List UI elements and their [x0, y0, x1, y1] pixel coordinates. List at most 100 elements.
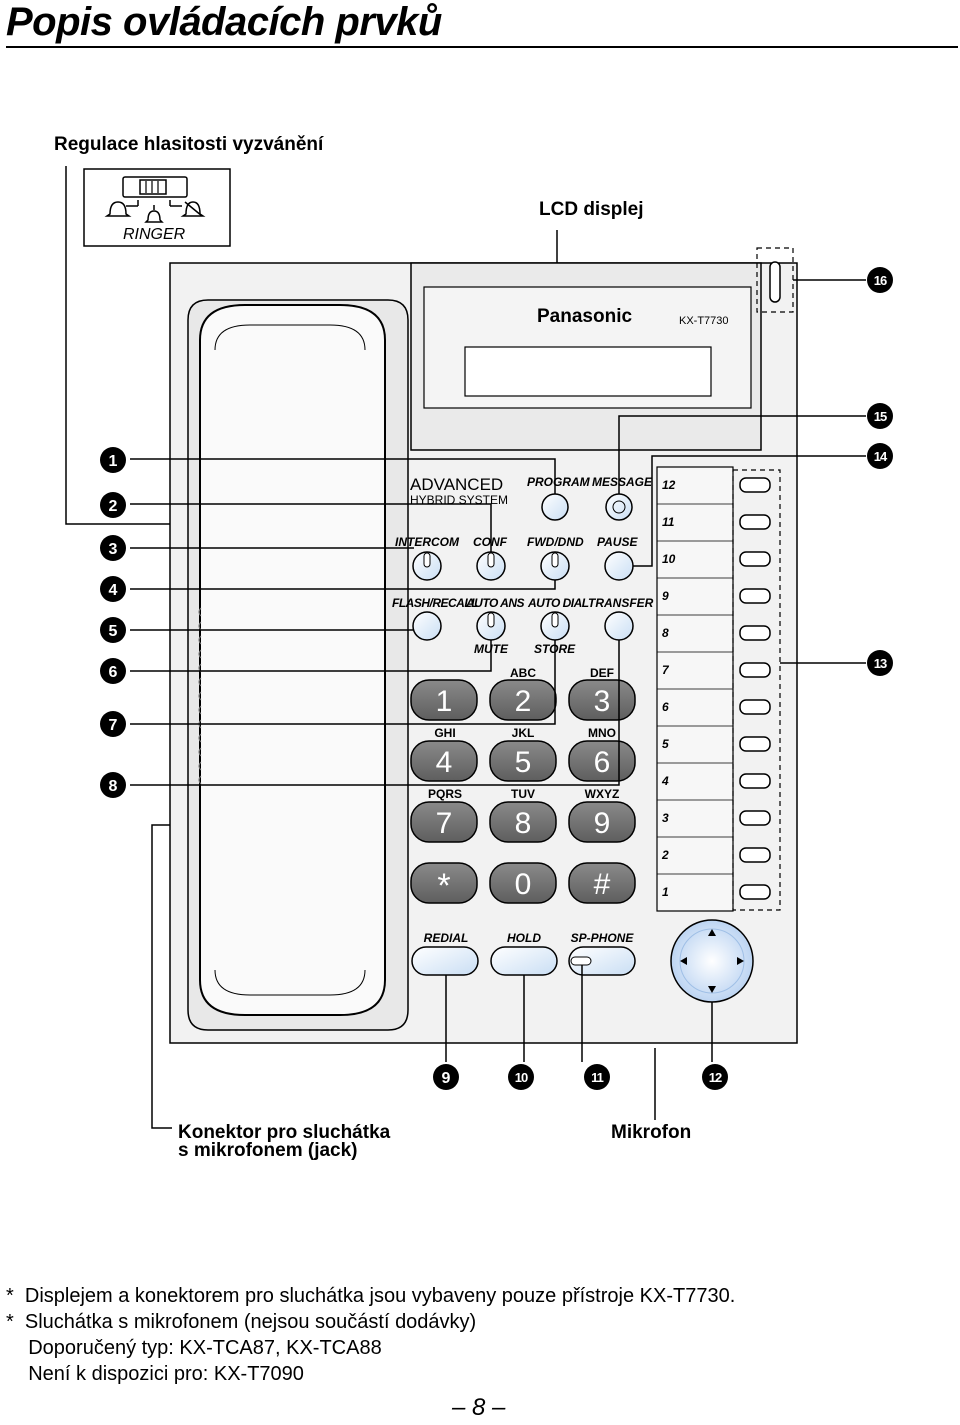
- flex-key-button[interactable]: [739, 477, 771, 493]
- callout-badge-8: [100, 772, 126, 798]
- bell-off-icon: [169, 200, 206, 217]
- flex-key-number: 10: [662, 552, 676, 566]
- svg-text:13: 13: [874, 656, 887, 671]
- key-0[interactable]: [489, 862, 557, 904]
- key-star[interactable]: [410, 862, 478, 904]
- flex-key-button[interactable]: [739, 736, 771, 752]
- bell-low-icon: [144, 205, 164, 223]
- redial-button[interactable]: [411, 946, 479, 976]
- program-label: PROGRAM: [527, 475, 591, 489]
- flex-key-button[interactable]: [739, 773, 771, 789]
- flex-key-number: 3: [662, 811, 669, 825]
- svg-text:15: 15: [874, 409, 887, 424]
- key-7-digit: 7: [436, 807, 453, 840]
- ringer-slider-knob: [139, 179, 167, 195]
- system-label-line1: ADVANCED: [410, 475, 503, 494]
- flex-key-number: 2: [661, 848, 669, 862]
- svg-text:6: 6: [109, 664, 118, 681]
- transfer-button[interactable]: [604, 611, 634, 641]
- key-4-digit: 4: [436, 746, 453, 779]
- footnotes: * Displejem a konektorem pro sluchátka j…: [6, 1283, 735, 1387]
- fwd-dnd-label: FWD/DND: [527, 535, 584, 549]
- key-7[interactable]: [410, 801, 478, 843]
- page-number: – 8 –: [452, 1394, 506, 1421]
- system-label-line2: HYBRID SYSTEM: [410, 493, 508, 507]
- program-button[interactable]: [541, 493, 569, 521]
- redial-label: REDIAL: [424, 931, 469, 945]
- key-2[interactable]: [489, 679, 557, 721]
- navigator-up-arrow-icon: [708, 929, 716, 936]
- flex-key-button[interactable]: [739, 514, 771, 530]
- phone-diagram: Regulace hlasitosti vyzvánění RINGER LCD…: [54, 134, 893, 1161]
- key-6-digit: 6: [594, 746, 611, 779]
- message-button[interactable]: [605, 493, 633, 521]
- callout-badge-7: [100, 711, 126, 737]
- key-9-digit: 9: [594, 807, 611, 840]
- flex-key-number: 1: [662, 885, 669, 899]
- key-8-letters: TUV: [511, 787, 535, 801]
- svg-text:5: 5: [109, 623, 118, 640]
- key-4-letters: GHI: [434, 726, 455, 740]
- model-label: KX-T7730: [679, 315, 729, 327]
- handset[interactable]: [199, 304, 386, 1016]
- flex-key-button[interactable]: [739, 588, 771, 604]
- callout-badge-15: [867, 403, 893, 429]
- microphone-label: Mikrofon: [611, 1122, 691, 1143]
- ringer-volume-label: Regulace hlasitosti vyzvánění: [54, 134, 324, 155]
- callout-badge-2: [100, 492, 126, 518]
- hold-button[interactable]: [490, 946, 558, 976]
- flex-key-button[interactable]: [739, 699, 771, 715]
- key-3-letters: DEF: [590, 666, 614, 680]
- svg-text:8: 8: [109, 778, 118, 795]
- key-9[interactable]: [568, 801, 636, 843]
- flash-recall-button[interactable]: [412, 611, 442, 641]
- navigator-down-arrow-icon: [708, 986, 716, 993]
- transfer-label: TRANSFER: [588, 596, 654, 610]
- headset-jack-label-line2: s mikrofonem (jack): [178, 1140, 358, 1161]
- svg-text:2: 2: [109, 498, 118, 515]
- footnote: Není k dispozici pro: KX-T7090: [6, 1363, 304, 1385]
- key-0-digit: 0: [515, 868, 532, 901]
- svg-text:3: 3: [109, 541, 118, 558]
- lcd-display-label: LCD displej: [539, 199, 644, 220]
- flex-key-button[interactable]: [739, 625, 771, 641]
- svg-text:16: 16: [874, 273, 887, 288]
- key-4[interactable]: [410, 740, 478, 782]
- sp-phone-indicator: [570, 956, 592, 966]
- flex-key-button[interactable]: [739, 551, 771, 567]
- sp-phone-button[interactable]: [568, 946, 636, 976]
- flex-key-number: 11: [662, 515, 675, 529]
- callout-badge-12: [702, 1064, 728, 1090]
- key-8-digit: 8: [515, 807, 532, 840]
- headset-jack-label-line1: Konektor pro sluchátka: [178, 1122, 391, 1143]
- ringer-leader-line: [65, 166, 172, 525]
- title-underline: [6, 46, 958, 48]
- key-5-digit: 5: [515, 746, 532, 779]
- key-2-digit: 2: [515, 685, 532, 718]
- flex-key-button[interactable]: [739, 884, 771, 900]
- callout-badge-14: [867, 443, 893, 469]
- key-5[interactable]: [489, 740, 557, 782]
- callout-badge-1: [100, 447, 126, 473]
- flex-key-number: 7: [662, 663, 670, 677]
- flex-key-button[interactable]: [739, 662, 771, 678]
- key-8[interactable]: [489, 801, 557, 843]
- callout-badge-9: [433, 1064, 459, 1090]
- key-1[interactable]: [410, 679, 478, 721]
- key-2-letters: ABC: [510, 666, 536, 680]
- svg-text:11: 11: [591, 1070, 604, 1085]
- auto-ans-label: AUTO ANS: [465, 596, 525, 610]
- callout-badge-5: [100, 617, 126, 643]
- callout-badge-13: [867, 650, 893, 676]
- svg-text:9: 9: [442, 1070, 451, 1087]
- ringer-label: RINGER: [123, 226, 186, 243]
- key-9-letters: WXYZ: [585, 787, 620, 801]
- key-hash[interactable]: [568, 862, 636, 904]
- callout-badge-10: [508, 1064, 534, 1090]
- key-star-symbol: *: [437, 867, 450, 905]
- flex-key-button[interactable]: [739, 847, 771, 863]
- pause-button[interactable]: [604, 551, 634, 581]
- auto-dial-label: AUTO DIAL: [527, 596, 589, 610]
- intercom-label: INTERCOM: [395, 535, 460, 549]
- flex-key-button[interactable]: [739, 810, 771, 826]
